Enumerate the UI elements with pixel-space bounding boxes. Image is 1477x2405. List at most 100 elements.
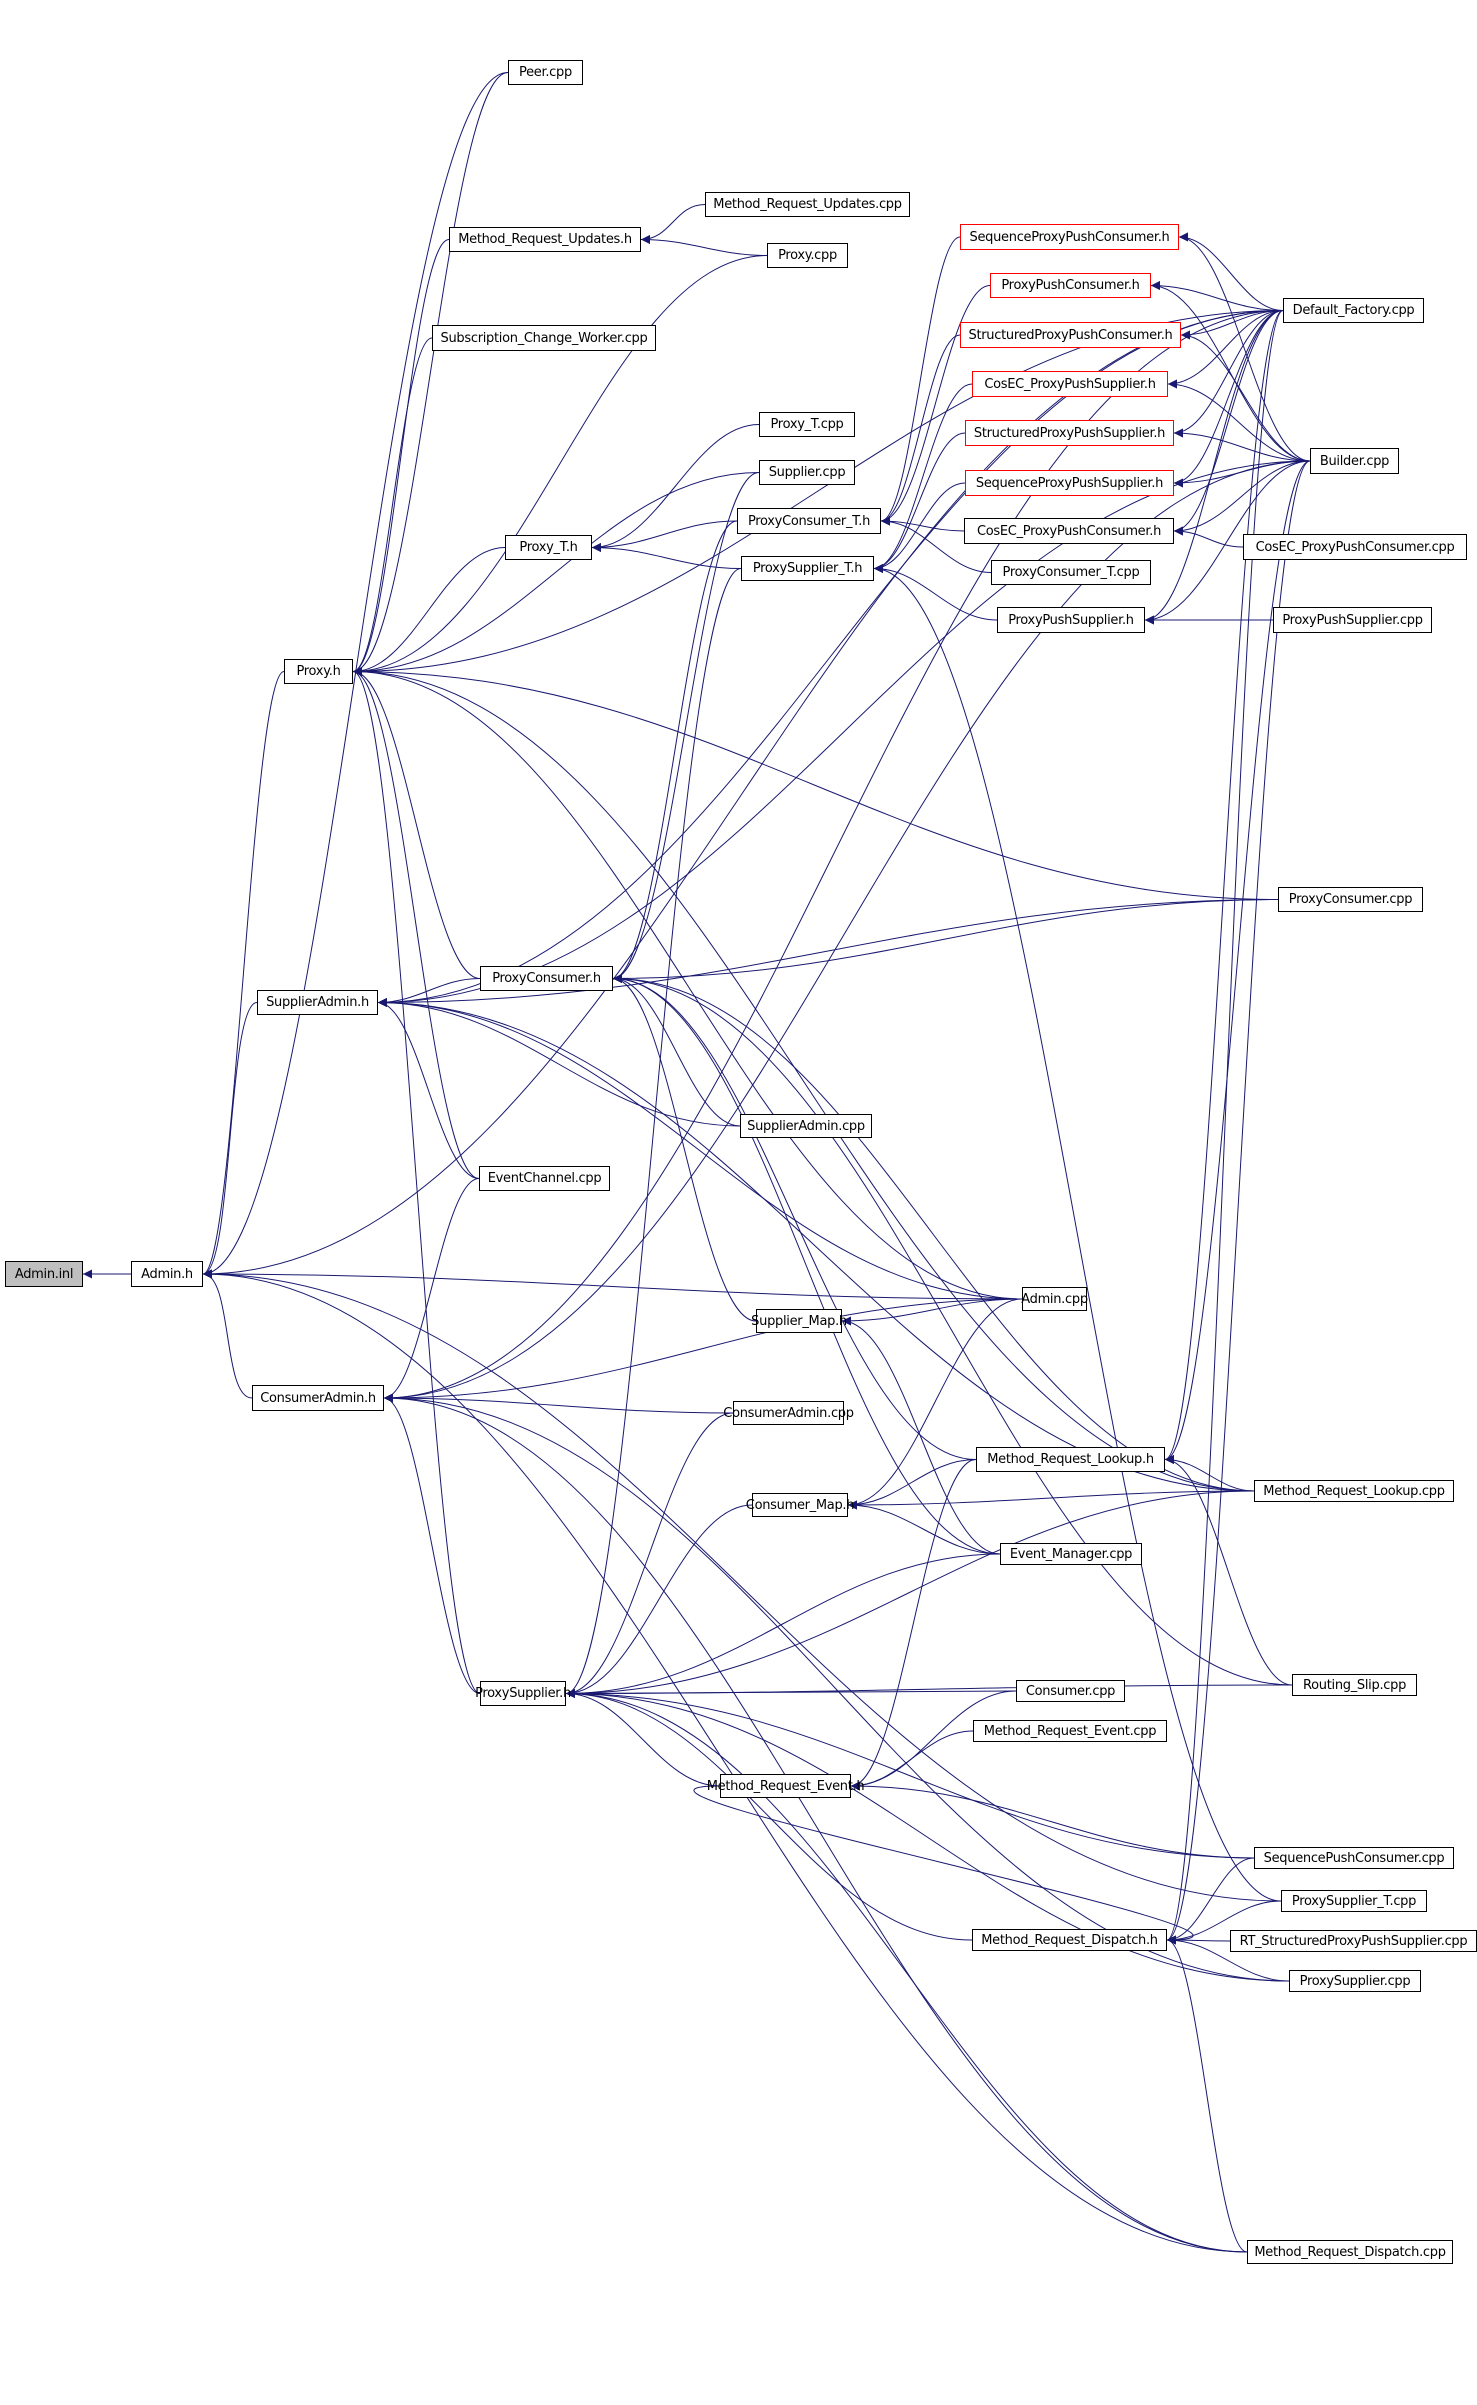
- edge-mrl_h-to-proxyconsumer_h: [612, 974, 977, 1460]
- node-routing-slip-cpp[interactable]: Routing_Slip.cpp: [1292, 1674, 1417, 1696]
- node-method-request-dispatch-cpp[interactable]: Method_Request_Dispatch.cpp: [1247, 2240, 1453, 2264]
- node-label: Method_Request_Lookup.h: [987, 1452, 1154, 1467]
- node-sequence-proxy-push-supplier-h[interactable]: SequenceProxyPushSupplier.h: [965, 470, 1174, 496]
- node-consumer-admin-cpp[interactable]: ConsumerAdmin.cpp: [723, 1401, 854, 1425]
- node-proxy-consumer-h[interactable]: ProxyConsumer.h: [480, 966, 613, 991]
- node-consumer-admin-h[interactable]: ConsumerAdmin.h: [252, 1385, 384, 1411]
- node-proxy-consumer-t-h[interactable]: ProxyConsumer_T.h: [737, 508, 881, 534]
- edge-seqpushconsumer_cpp-to-proxysupplier_h: [565, 1689, 1255, 1859]
- edge-default_factory_cpp-to-admin_h: [202, 310, 1284, 1279]
- node-sequence-push-consumer-cpp[interactable]: SequencePushConsumer.cpp: [1254, 1847, 1454, 1869]
- edge-event_manager_cpp-to-proxyconsumer_h: [612, 974, 1001, 1555]
- node-proxy-h[interactable]: Proxy.h: [284, 659, 353, 684]
- edge-default_factory_cpp-to-supplieradmin_h: [377, 310, 1284, 1007]
- node-rt-structured-proxy-push-supplier-cpp[interactable]: RT_StructuredProxyPushSupplier.cpp: [1230, 1930, 1477, 1952]
- edge-mrl_h-to-consumer_map_h: [847, 1459, 977, 1510]
- node-cosec-proxy-push-consumer-cpp[interactable]: CosEC_ProxyPushConsumer.cpp: [1243, 534, 1467, 560]
- node-label: Method_Request_Updates.h: [458, 232, 632, 247]
- node-proxy-supplier-t-h[interactable]: ProxySupplier_T.h: [741, 556, 874, 581]
- node-label: Consumer.cpp: [1025, 1683, 1116, 1699]
- node-method-request-lookup-h[interactable]: Method_Request_Lookup.h: [976, 1447, 1165, 1472]
- edge-proxyconsumer_h-to-supplieradmin_h: [377, 978, 481, 1007]
- node-proxy-push-consumer-h[interactable]: ProxyPushConsumer.h: [990, 273, 1151, 298]
- edge-routing_slip_cpp-to-proxysupplier_h: [565, 1684, 1293, 1698]
- node-label: CosEC_ProxyPushConsumer.h: [976, 523, 1162, 539]
- node-consumer-map-h[interactable]: Consumer_Map.h: [746, 1493, 855, 1517]
- edge-proxysupplier_cpp-to-mrd_h: [1166, 1935, 1290, 1982]
- node-label: Subscription_Change_Worker.cpp: [440, 330, 648, 346]
- node-proxy-cpp[interactable]: Proxy.cpp: [767, 243, 848, 268]
- node-method-request-dispatch-h[interactable]: Method_Request_Dispatch.h: [972, 1929, 1167, 1951]
- edge-consumeradmin_h-to-admin_h: [202, 1269, 253, 1399]
- edge-builder_cpp-to-pps_h: [1144, 460, 1311, 625]
- edge-strpps_h-to-proxysupplier_t_h: [873, 432, 966, 573]
- node-supplier-admin-h[interactable]: SupplierAdmin.h: [257, 990, 378, 1015]
- node-proxy-push-supplier-cpp[interactable]: ProxyPushSupplier.cpp: [1273, 607, 1432, 633]
- edge-seqpps_h-to-proxysupplier_t_h: [873, 482, 966, 573]
- node-label: ProxySupplier.h: [475, 1686, 571, 1701]
- node-default-factory-cpp[interactable]: Default_Factory.cpp: [1283, 298, 1424, 323]
- edge-cosec_pps_h-to-proxysupplier_t_h: [873, 383, 973, 573]
- edge-consumeradmin_cpp-to-proxysupplier_h: [565, 1412, 734, 1698]
- node-label: Default_Factory.cpp: [1292, 303, 1415, 318]
- edge-admin_cpp-to-consumeradmin_h: [383, 1298, 1023, 1403]
- edge-default_factory_cpp-to-pps_h: [1144, 310, 1284, 625]
- node-subscription-change-worker-cpp[interactable]: Subscription_Change_Worker.cpp: [432, 325, 656, 351]
- edge-proxy_t_h-to-proxy_h: [352, 547, 506, 676]
- node-admin-h[interactable]: Admin.h: [131, 1261, 203, 1287]
- node-peer-cpp[interactable]: Peer.cpp: [508, 60, 583, 85]
- edge-proxyconsumer_cpp-to-proxyconsumer_h: [612, 899, 1279, 983]
- node-admin-inl: Admin.inl: [5, 1261, 83, 1287]
- node-label: Supplier_Map.h: [751, 1313, 847, 1329]
- node-label: RT_StructuredProxyPushSupplier.cpp: [1239, 1933, 1468, 1949]
- node-supplier-admin-cpp[interactable]: SupplierAdmin.cpp: [740, 1114, 872, 1138]
- node-proxy-supplier-h[interactable]: ProxySupplier.h: [475, 1681, 571, 1706]
- node-label: Proxy.cpp: [778, 248, 837, 263]
- edge-proxysupplier_t_h-to-proxy_t_h: [591, 543, 742, 569]
- node-proxy-consumer-t-cpp[interactable]: ProxyConsumer_T.cpp: [991, 560, 1151, 585]
- node-method-request-event-cpp[interactable]: Method_Request_Event.cpp: [973, 1720, 1167, 1742]
- node-admin-cpp[interactable]: Admin.cpp: [1021, 1287, 1088, 1311]
- node-structured-proxy-push-supplier-h[interactable]: StructuredProxyPushSupplier.h: [965, 420, 1174, 446]
- edge-builder_cpp-to-cosec_pps_h: [1167, 379, 1311, 462]
- edge-mru_cpp-to-mru_h: [640, 204, 706, 244]
- edge-routing_slip_cpp-to-proxyconsumer_h: [612, 974, 1293, 1686]
- edge-proxy_cpp-to-proxy_h: [352, 255, 768, 676]
- node-supplier-map-h[interactable]: Supplier_Map.h: [751, 1309, 847, 1333]
- node-structured-proxy-push-consumer-h[interactable]: StructuredProxyPushConsumer.h: [960, 322, 1181, 348]
- edge-mrd_cpp-to-consumeradmin_h: [383, 1393, 1248, 2253]
- node-event-manager-cpp[interactable]: Event_Manager.cpp: [1000, 1543, 1142, 1565]
- node-label: Method_Request_Dispatch.h: [981, 1932, 1158, 1948]
- node-method-request-lookup-cpp[interactable]: Method_Request_Lookup.cpp: [1254, 1480, 1454, 1502]
- node-proxy-push-supplier-h[interactable]: ProxyPushSupplier.h: [997, 607, 1145, 633]
- edge-consumer_cpp-to-mre_h: [850, 1690, 1017, 1791]
- node-method-request-updates-h[interactable]: Method_Request_Updates.h: [449, 227, 641, 252]
- node-builder-cpp[interactable]: Builder.cpp: [1310, 448, 1399, 474]
- node-proxy-t-h[interactable]: Proxy_T.h: [505, 535, 592, 560]
- edge-admin_cpp-to-consumer_map_h: [847, 1298, 1023, 1510]
- node-proxy-t-cpp[interactable]: Proxy_T.cpp: [759, 412, 855, 437]
- node-event-channel-cpp[interactable]: EventChannel.cpp: [479, 1166, 610, 1191]
- node-proxy-consumer-cpp[interactable]: ProxyConsumer.cpp: [1278, 887, 1423, 912]
- node-sequence-proxy-push-consumer-h[interactable]: SequenceProxyPushConsumer.h: [960, 224, 1179, 250]
- node-proxy-supplier-cpp[interactable]: ProxySupplier.cpp: [1289, 1970, 1421, 1992]
- node-label: Event_Manager.cpp: [1009, 1546, 1133, 1562]
- edge-proxyconsumer_cpp-to-proxy_h: [352, 667, 1279, 900]
- node-label: SupplierAdmin.h: [266, 995, 369, 1010]
- edge-mre_h-to-mrd_h: [693, 1785, 1194, 1945]
- node-consumer-cpp[interactable]: Consumer.cpp: [1016, 1680, 1125, 1702]
- node-proxy-supplier-t-cpp[interactable]: ProxySupplier_T.cpp: [1281, 1890, 1427, 1912]
- edge-eventchannel_cpp-to-supplieradmin_h: [377, 998, 480, 1179]
- edge-supplieradmin_cpp-to-supplieradmin_h: [377, 998, 741, 1127]
- edge-seqppc_h-to-proxyconsumer_t_h: [880, 236, 961, 526]
- edge-mrl_cpp-to-consumer_map_h: [847, 1490, 1255, 1510]
- node-cosec-proxy-push-consumer-h[interactable]: CosEC_ProxyPushConsumer.h: [964, 518, 1174, 544]
- edge-builder_cpp-to-consumeradmin_h: [383, 460, 1311, 1403]
- node-cosec-proxy-push-supplier-h[interactable]: CosEC_ProxyPushSupplier.h: [972, 371, 1168, 397]
- node-label: Admin.cpp: [1021, 1291, 1088, 1307]
- node-label: Routing_Slip.cpp: [1302, 1677, 1407, 1693]
- node-supplier-cpp[interactable]: Supplier.cpp: [759, 460, 855, 485]
- node-method-request-updates-cpp[interactable]: Method_Request_Updates.cpp: [705, 192, 910, 217]
- node-method-request-event-h[interactable]: Method_Request_Event.h: [707, 1774, 865, 1798]
